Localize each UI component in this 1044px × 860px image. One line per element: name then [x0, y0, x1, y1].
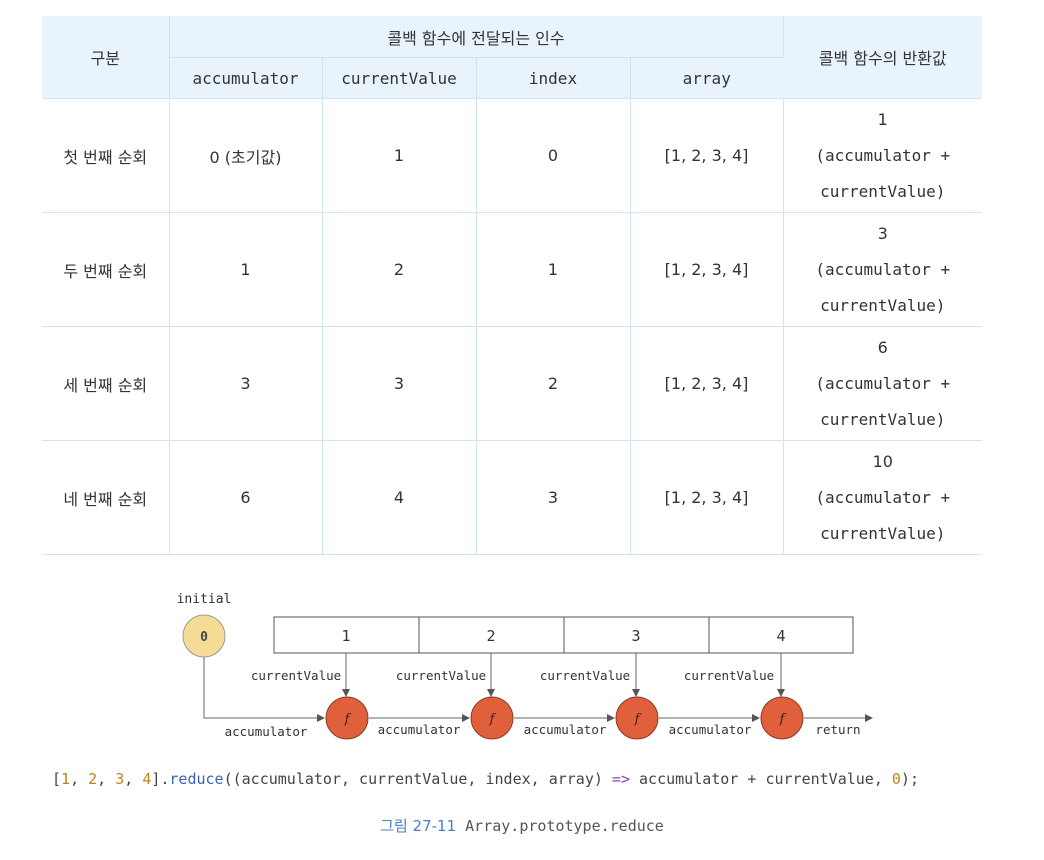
table-row: 네 번째 순회 6 4 3 [1, 2, 3, 4] 10 (accumulat…: [42, 440, 982, 555]
accumulator-label: accumulator: [225, 724, 308, 739]
table-row: 세 번째 순회 3 3 2 [1, 2, 3, 4] 6 (accumulato…: [42, 326, 982, 441]
table-subheader-row: accumulator currentValue index array: [42, 57, 982, 99]
code-number: 0: [891, 770, 901, 788]
code-number: 2: [88, 770, 98, 788]
code-token: );: [900, 770, 919, 788]
callback-function-node: [760, 696, 804, 740]
reduce-code-example: [1, 2, 3, 4].reduce((accumulator, curren…: [52, 770, 919, 788]
return-expr-line1: (accumulator +: [815, 487, 951, 507]
cell-array: [1, 2, 3, 4]: [630, 212, 784, 327]
cell-array: [1, 2, 3, 4]: [630, 326, 784, 441]
cell-current-value: 1: [322, 98, 477, 213]
accumulator-label: accumulator: [524, 722, 607, 737]
return-label: return: [815, 722, 860, 737]
return-number: 1: [877, 109, 888, 129]
row-label: 세 번째 순회: [42, 326, 170, 441]
current-value-label: currentValue: [251, 668, 341, 683]
code-number: 1: [61, 770, 71, 788]
array-cell-value: 1: [341, 627, 350, 645]
current-value-label: currentValue: [540, 668, 630, 683]
cell-array: [1, 2, 3, 4]: [630, 440, 784, 555]
return-number: 6: [877, 337, 888, 357]
cell-accumulator: 1: [169, 212, 323, 327]
function-symbol: f: [634, 712, 642, 727]
initial-label: initial: [177, 592, 232, 607]
code-token: ((accumulator, currentValue, index, arra…: [223, 770, 612, 788]
array-cell-value: 3: [631, 627, 640, 645]
array-cell-value: 4: [776, 627, 785, 645]
current-value-label: currentValue: [396, 668, 486, 683]
code-token: [: [52, 770, 62, 788]
code-token: ,: [124, 770, 143, 788]
header-current-value: currentValue: [322, 57, 477, 99]
cell-return-value: 1 (accumulator + currentValue): [783, 98, 982, 213]
callback-function-node: [470, 696, 514, 740]
return-expr-line2: currentValue): [820, 409, 946, 429]
table-row: 첫 번째 순회 0 (초기값) 1 0 [1, 2, 3, 4] 1 (accu…: [42, 98, 982, 213]
row-label: 두 번째 순회: [42, 212, 170, 327]
accumulator-label: accumulator: [669, 722, 752, 737]
cell-accumulator: 0 (초기값): [169, 98, 323, 213]
return-expr-line2: currentValue): [820, 295, 946, 315]
array-cell: [708, 616, 854, 654]
accumulator-arrow: [203, 657, 325, 722]
code-token: ].: [151, 770, 170, 788]
cell-index: 2: [476, 326, 631, 441]
return-expr-line1: (accumulator +: [815, 373, 951, 393]
return-expr-line2: currentValue): [820, 181, 946, 201]
code-token: ,: [97, 770, 116, 788]
code-token: accumulator + currentValue,: [629, 770, 892, 788]
cell-current-value: 3: [322, 326, 477, 441]
array-cell: [273, 616, 420, 654]
function-symbol: f: [489, 712, 497, 727]
array-cell: [418, 616, 565, 654]
cell-array: [1, 2, 3, 4]: [630, 98, 784, 213]
return-number: 3: [877, 223, 888, 243]
row-label: 첫 번째 순회: [42, 98, 170, 213]
cell-current-value: 4: [322, 440, 477, 555]
return-number: 10: [872, 451, 893, 471]
function-symbol: f: [344, 712, 352, 727]
figure-caption: 그림 27-11 Array.prototype.reduce: [0, 815, 1044, 836]
callback-function-node: [615, 696, 659, 740]
return-expr-line1: (accumulator +: [815, 145, 951, 165]
header-index: index: [476, 57, 631, 99]
code-number: 3: [115, 770, 125, 788]
cell-index: 1: [476, 212, 631, 327]
caption-text: Array.prototype.reduce: [456, 817, 664, 835]
header-array: array: [630, 57, 783, 99]
code-method: reduce: [169, 770, 224, 788]
return-expr-line1: (accumulator +: [815, 259, 951, 279]
array-cell: [563, 616, 710, 654]
cell-index: 3: [476, 440, 631, 555]
reduce-flow-diagram: initial 0 1 2 3 4 currentValue currentVa…: [177, 592, 873, 740]
code-number: 4: [142, 770, 152, 788]
cell-return-value: 6 (accumulator + currentValue): [783, 326, 982, 441]
cell-return-value: 10 (accumulator + currentValue): [783, 440, 982, 555]
return-expr-line2: currentValue): [820, 523, 946, 543]
header-accumulator: accumulator: [169, 57, 323, 99]
table-row: 두 번째 순회 1 2 1 [1, 2, 3, 4] 3 (accumulato…: [42, 212, 982, 327]
row-label: 네 번째 순회: [42, 440, 170, 555]
reduce-iteration-table: 구분 콜백 함수에 전달되는 인수 콜백 함수의 반환값 accumulator…: [42, 16, 982, 555]
initial-value: 0: [200, 630, 208, 645]
header-return-value: 콜백 함수의 반환값: [783, 16, 982, 99]
cell-accumulator: 6: [169, 440, 323, 555]
header-callback-args: 콜백 함수에 전달되는 인수: [169, 16, 784, 58]
cell-accumulator: 3: [169, 326, 323, 441]
cell-current-value: 2: [322, 212, 477, 327]
current-value-label: currentValue: [684, 668, 774, 683]
callback-function-node: [325, 696, 369, 740]
cell-index: 0: [476, 98, 631, 213]
accumulator-label: accumulator: [378, 722, 461, 737]
array-cell-value: 2: [486, 627, 495, 645]
code-arrow: =>: [611, 770, 630, 788]
cell-return-value: 3 (accumulator + currentValue): [783, 212, 982, 327]
table-header-row: 구분 콜백 함수에 전달되는 인수 콜백 함수의 반환값: [42, 16, 982, 99]
code-token: ,: [70, 770, 89, 788]
function-symbol: f: [779, 712, 787, 727]
caption-label: 그림 27-11: [380, 817, 457, 835]
header-category: 구분: [42, 16, 170, 99]
